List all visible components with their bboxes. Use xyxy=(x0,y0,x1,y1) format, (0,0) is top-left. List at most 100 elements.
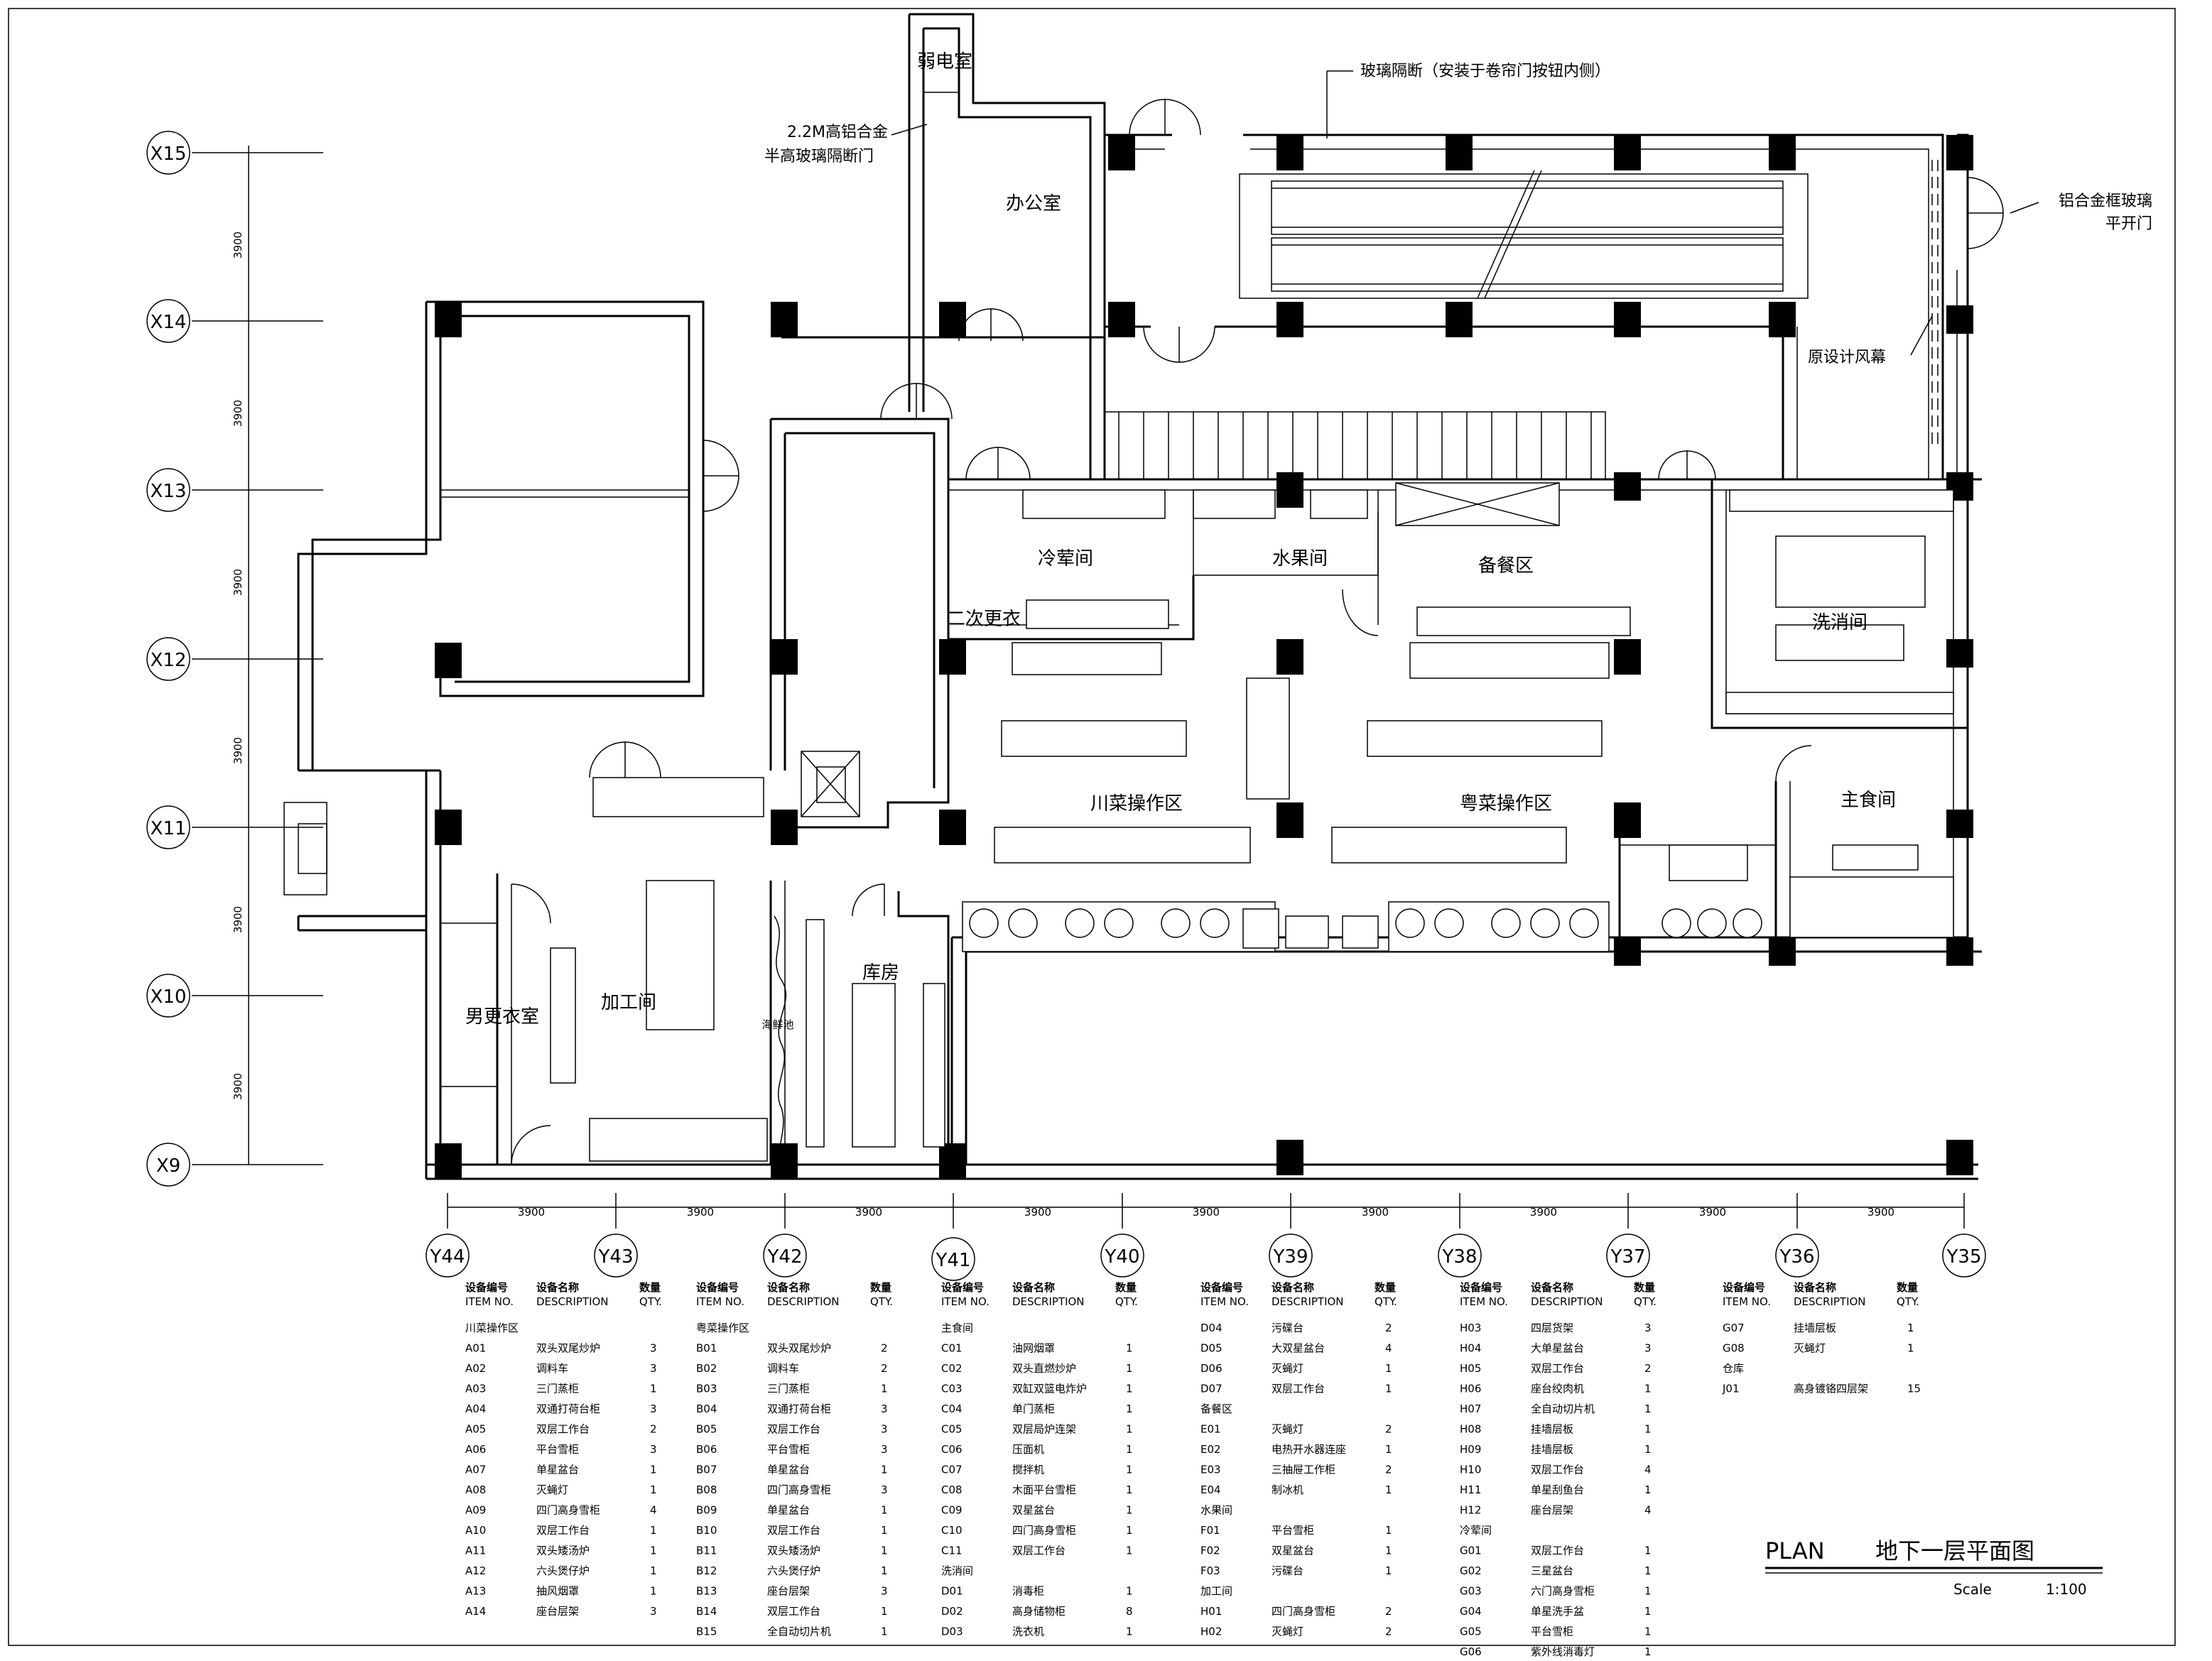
plan-title: 地下一层平面图 xyxy=(1875,1537,2034,1564)
table-item-name: 平台雪柜 xyxy=(1272,1524,1314,1537)
table-header-qty-en: QTY. xyxy=(870,1295,893,1308)
table-item-name: 单星盆台 xyxy=(767,1504,810,1517)
table-header-qty: 数量 xyxy=(639,1281,661,1294)
table-item-name: 四门高身雪柜 xyxy=(536,1504,600,1517)
table-item-name: 双层局炉连架 xyxy=(1012,1423,1076,1436)
room-staple: 主食间 xyxy=(1840,790,1896,811)
table-item-name: 三门蒸柜 xyxy=(767,1383,810,1395)
table-item-qty: 1 xyxy=(1126,1625,1133,1638)
axis-y37: Y37 xyxy=(1610,1246,1646,1268)
table-item-qty: 4 xyxy=(1644,1464,1652,1476)
table-item-qty: 15 xyxy=(1907,1383,1921,1395)
table-item-name: 双头矮汤炉 xyxy=(767,1545,820,1557)
table-item-code: C01 xyxy=(941,1342,963,1355)
table-item-code: G03 xyxy=(1460,1585,1482,1598)
note-door-line2: 半高玻璃隔断门 xyxy=(764,148,874,165)
table-item-code: G04 xyxy=(1460,1605,1482,1618)
table-item-qty: 3 xyxy=(1644,1342,1652,1355)
table-item-qty: 1 xyxy=(650,1464,657,1476)
table-item-name: 紫外线消毒灯 xyxy=(1531,1645,1595,1658)
table-item-code: A08 xyxy=(465,1483,486,1496)
table-item-name: 双头双尾炒炉 xyxy=(536,1342,600,1355)
table-item-name: 高身镀铬四层架 xyxy=(1794,1383,1868,1395)
table-item-code: A01 xyxy=(465,1342,486,1355)
table-item-name: 双层工作台 xyxy=(767,1423,820,1436)
table-item-qty: 2 xyxy=(1385,1423,1392,1436)
table-item-code: H04 xyxy=(1460,1342,1481,1355)
room-office: 办公室 xyxy=(1006,193,1061,214)
table-item-code: B13 xyxy=(696,1585,717,1598)
scale-label: Scale xyxy=(1953,1581,1992,1598)
table-item-qty: 1 xyxy=(881,1504,888,1517)
table-item-qty: 1 xyxy=(650,1483,657,1496)
room-storage: 库房 xyxy=(862,962,899,984)
table-item-qty: 1 xyxy=(881,1545,888,1557)
table-item-code: B10 xyxy=(696,1524,717,1537)
table-header-qty-en: QTY. xyxy=(1634,1295,1657,1308)
table-item-name: 灭蝇灯 xyxy=(1272,1625,1303,1638)
table-item-name: 平台雪柜 xyxy=(767,1443,810,1456)
table-item-qty: 1 xyxy=(1385,1383,1392,1395)
table-item-code: B14 xyxy=(696,1605,717,1618)
table-group-heading: 洗消间 xyxy=(941,1564,973,1577)
table-item-code: B11 xyxy=(696,1545,717,1557)
table-item-name: 双层工作台 xyxy=(1272,1383,1325,1395)
table-item-code: B15 xyxy=(696,1625,717,1638)
table-item-code: H08 xyxy=(1460,1423,1481,1436)
table-item-name: 平台雪柜 xyxy=(1531,1625,1573,1638)
table-item-qty: 1 xyxy=(1644,1625,1652,1638)
table-item-code: C03 xyxy=(941,1383,963,1395)
table-item-name: 调料车 xyxy=(536,1362,568,1375)
note-door-line1: 2.2M高铝合金 xyxy=(787,124,888,141)
table-item-code: C07 xyxy=(941,1464,963,1476)
x-dim-4: 3900 xyxy=(232,737,244,764)
table-item-name: 四层货架 xyxy=(1531,1322,1573,1334)
table-header-name: 设备名称 xyxy=(536,1281,579,1294)
structural-columns xyxy=(435,135,1973,1179)
table-item-name: 双头直燃炒炉 xyxy=(1012,1362,1076,1375)
table-item-name: 双层工作台 xyxy=(1012,1545,1066,1557)
table-item-name: 六头煲仔炉 xyxy=(536,1564,590,1577)
y-dim-7: 3900 xyxy=(1530,1206,1557,1219)
table-item-qty: 1 xyxy=(881,1605,888,1618)
table-item-qty: 1 xyxy=(881,1383,888,1395)
x-dim-5: 3900 xyxy=(232,906,244,933)
table-item-name: 洗衣机 xyxy=(1012,1625,1044,1638)
table-item-name: 双层工作台 xyxy=(536,1423,590,1436)
table-item-code: D01 xyxy=(941,1585,963,1598)
table-item-code: C04 xyxy=(941,1403,963,1415)
table-item-qty: 1 xyxy=(1644,1483,1652,1496)
doors xyxy=(511,99,2004,1165)
table-item-qty: 2 xyxy=(1385,1322,1392,1334)
table-item-name: 制冰机 xyxy=(1272,1483,1303,1496)
table-item-code: D05 xyxy=(1200,1342,1222,1355)
walls xyxy=(283,13,1982,1180)
table-item-name: 全自动切片机 xyxy=(1531,1403,1595,1415)
table-item-name: 双星盆台 xyxy=(1272,1545,1314,1557)
table-item-code: H06 xyxy=(1460,1383,1481,1395)
table-item-code: F02 xyxy=(1200,1545,1220,1557)
room-seafood: 海鲜池 xyxy=(761,1018,793,1031)
table-item-qty: 1 xyxy=(1385,1483,1392,1496)
table-item-code: G01 xyxy=(1460,1545,1482,1557)
table-item-code: F03 xyxy=(1200,1564,1220,1577)
table-item-name: 污碟台 xyxy=(1272,1322,1303,1334)
table-item-name: 双层工作台 xyxy=(1531,1362,1584,1375)
table-item-name: 双通打荷台柜 xyxy=(767,1403,831,1415)
table-item-code: A02 xyxy=(465,1362,486,1375)
room-wash: 洗消间 xyxy=(1812,612,1867,633)
table-item-code: A05 xyxy=(465,1423,486,1436)
table-header-code: 设备编号 xyxy=(1723,1281,1765,1294)
table-item-name: 双缸双篮电炸炉 xyxy=(1012,1383,1087,1395)
axis-x15: X15 xyxy=(151,143,187,165)
room-mens-locker: 男更衣室 xyxy=(465,1006,539,1028)
table-item-name: 座台层架 xyxy=(1531,1504,1573,1517)
table-header-qty-en: QTY. xyxy=(639,1295,662,1308)
y-axis-bubbles: Y44 Y43 Y42 Y41 Y40 Y39 Y38 Y37 Y36 Y35 xyxy=(425,1234,1986,1281)
table-item-code: H05 xyxy=(1460,1362,1481,1375)
table-item-name: 单星洗手盆 xyxy=(1531,1605,1584,1618)
table-item-code: E02 xyxy=(1200,1443,1221,1456)
table-header-code-en: ITEM NO. xyxy=(696,1295,744,1308)
axis-x14: X14 xyxy=(151,312,187,333)
